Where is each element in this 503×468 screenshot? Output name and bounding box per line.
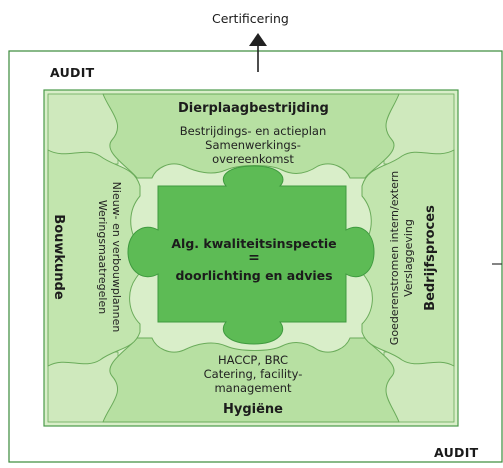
bottom-piece-title: Hygiëne — [222, 402, 283, 417]
bottom-piece-line-3: management — [214, 381, 292, 395]
top-piece-title: Dierplaagbestrijding — [178, 101, 329, 116]
left-piece-title: Bouwkunde — [51, 214, 66, 300]
audit-frame — [8, 50, 503, 463]
certification-arrow-head — [249, 33, 267, 46]
audit-label-bottom: AUDIT — [434, 445, 479, 460]
bottom-piece-line-1: HACCP, BRC — [218, 353, 288, 367]
right-piece-title: Bedrijfsproces — [423, 205, 438, 311]
bottom-piece-line-2: Catering, facility- — [203, 367, 303, 381]
certification-label: Certificering — [212, 11, 289, 26]
corner-top-left — [47, 93, 119, 165]
top-piece-line-3: overeenkomst — [212, 152, 294, 166]
bottom-puzzle-piece — [102, 337, 400, 423]
top-piece-line-2: Samenwerkings- — [205, 138, 301, 152]
right-piece-line-1: Goederenstromen intern/extern — [388, 170, 401, 346]
left-piece-line-2: Weringsmaatregelen — [96, 199, 109, 315]
audit-label-top: AUDIT — [50, 65, 95, 80]
center-puzzle-piece — [127, 165, 375, 345]
left-piece-line-1: Nieuw- en verbouwplannen — [110, 181, 123, 333]
center-line-2: doorlichting en advies — [175, 268, 333, 283]
center-equals: = — [248, 250, 260, 266]
top-piece-line-1: Bestrijdings- en actieplan — [179, 124, 327, 138]
right-piece-line-2: Verslaggeving — [402, 219, 415, 297]
center-line-1: Alg. kwaliteitsinspectie — [171, 236, 337, 251]
